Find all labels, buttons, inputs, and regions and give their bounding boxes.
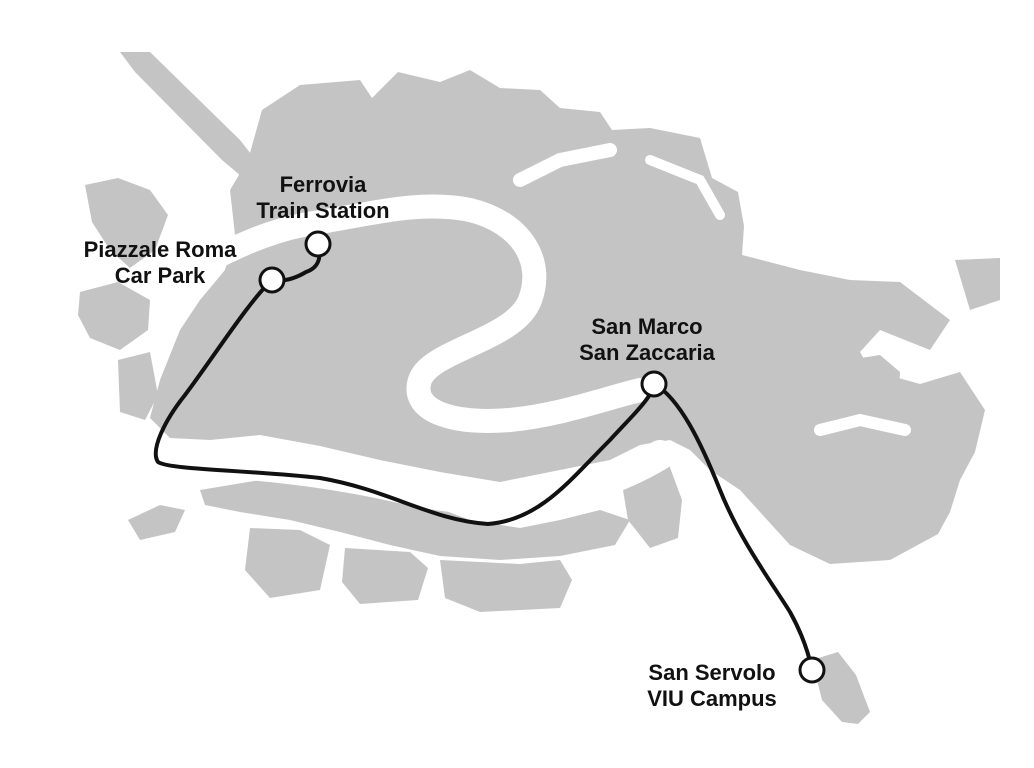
stop-piazzale-roma[interactable] xyxy=(258,266,286,294)
causeway xyxy=(120,52,262,182)
label-piazzale-roma: Piazzale Roma Car Park xyxy=(70,237,250,289)
lido-tip xyxy=(955,258,1000,310)
land-layer xyxy=(78,52,1000,724)
stop-san-marco[interactable] xyxy=(640,370,668,398)
east-canal xyxy=(814,413,911,436)
north-canal-1 xyxy=(513,143,617,187)
label-piazzale-roma-line1: Piazzale Roma xyxy=(83,237,237,262)
label-san-marco: San Marco San Zaccaria xyxy=(572,314,722,366)
stop-ferrovia[interactable] xyxy=(304,230,332,258)
south-island-4 xyxy=(440,560,572,612)
main-island xyxy=(150,70,985,564)
giudecca-canal xyxy=(155,440,675,515)
stops xyxy=(258,230,826,684)
label-san-servolo: San Servolo VIU Campus xyxy=(632,660,792,712)
label-ferrovia: Ferrovia Train Station xyxy=(248,172,398,224)
san-servolo-island xyxy=(812,652,870,724)
label-piazzale-roma-line2: Car Park xyxy=(114,263,206,288)
water-layer xyxy=(155,143,911,515)
south-island-2 xyxy=(245,528,330,598)
south-island-3 xyxy=(342,548,428,604)
north-canal-2 xyxy=(645,155,725,220)
stop-san-servolo[interactable] xyxy=(798,656,826,684)
port-area-3 xyxy=(118,352,158,420)
label-ferrovia-line2: Train Station xyxy=(256,198,390,223)
port-area-1 xyxy=(85,178,168,268)
label-san-servolo-line1: San Servolo xyxy=(648,660,776,685)
label-san-marco-line2: San Zaccaria xyxy=(579,340,715,365)
south-island-1 xyxy=(128,505,185,540)
giudecca-island xyxy=(200,478,630,560)
label-san-marco-line1: San Marco xyxy=(591,314,703,339)
grand-canal xyxy=(198,194,652,433)
label-ferrovia-line1: Ferrovia xyxy=(279,172,367,197)
port-area-2 xyxy=(78,282,150,350)
vaporetto-route xyxy=(153,242,814,672)
east-island-1 xyxy=(760,300,836,366)
label-san-servolo-line2: VIU Campus xyxy=(647,686,777,711)
east-island-2 xyxy=(848,355,900,420)
